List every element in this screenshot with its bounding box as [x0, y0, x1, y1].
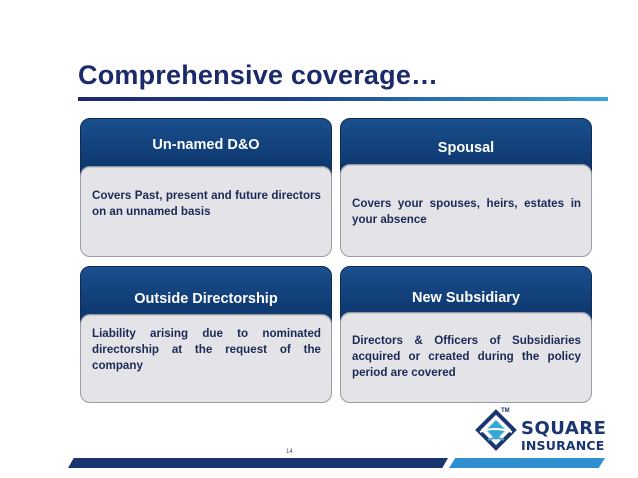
card-body: Liability arising due to nominated direc… [80, 314, 332, 403]
card-text: Covers Past, present and future director… [92, 189, 321, 218]
logo-trademark: TM [501, 408, 510, 414]
logo-mark-icon [475, 409, 517, 451]
footer-bar-light [449, 458, 605, 468]
page-number: 14 [286, 449, 293, 455]
card-unnamed-do: Un-named D&O Covers Past, present and fu… [80, 118, 332, 260]
card-new-subsidiary: New Subsidiary Directors & Officers of S… [340, 266, 592, 408]
card-spousal: Spousal Covers your spouses, heirs, esta… [340, 118, 592, 260]
card-body: Covers your spouses, heirs, estates in y… [340, 164, 592, 257]
card-text: Directors & Officers of Subsidiaries acq… [352, 334, 581, 379]
card-heading: Outside Directorship [134, 291, 278, 307]
card-heading: Spousal [437, 140, 495, 156]
card-body: Covers Past, present and future director… [80, 166, 332, 257]
logo-wordmark: SQUARE [521, 418, 607, 439]
card-outside-directorship: Outside Directorship Liability arising d… [80, 266, 332, 408]
slide-title: Comprehensive coverage… [78, 60, 439, 90]
title-underline [78, 97, 608, 101]
footer-bar-dark [68, 458, 448, 468]
card-heading: Un-named D&O [152, 137, 260, 153]
card-body: Directors & Officers of Subsidiaries acq… [340, 312, 592, 403]
card-text: Liability arising due to nominated direc… [92, 327, 321, 372]
card-text: Covers your spouses, heirs, estates in y… [352, 197, 581, 226]
logo-subtitle: INSURANCE [521, 438, 605, 453]
square-insurance-logo: TM SQUARE INSURANCE [474, 402, 606, 458]
card-heading: New Subsidiary [412, 290, 520, 306]
